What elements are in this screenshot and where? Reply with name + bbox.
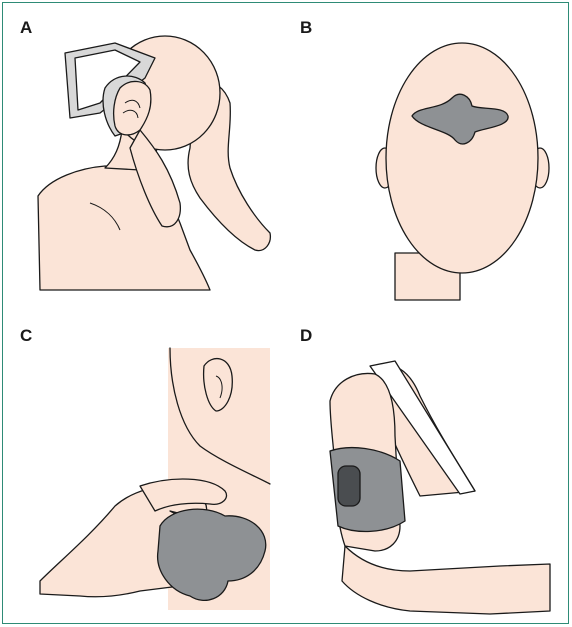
torso [38, 166, 210, 290]
cold-insert [338, 466, 360, 506]
forearm [342, 546, 550, 614]
illustration-neck-cold-pack [20, 326, 275, 616]
panel-c: C [20, 326, 275, 616]
illustration-back-of-head [300, 18, 555, 308]
illustration-arm-cold-pack [300, 326, 555, 616]
panel-a: A [20, 18, 275, 308]
panel-b: B [300, 18, 555, 308]
head [386, 43, 538, 273]
illustration-head-cold-pack [20, 18, 275, 308]
panel-d: D [300, 326, 555, 616]
